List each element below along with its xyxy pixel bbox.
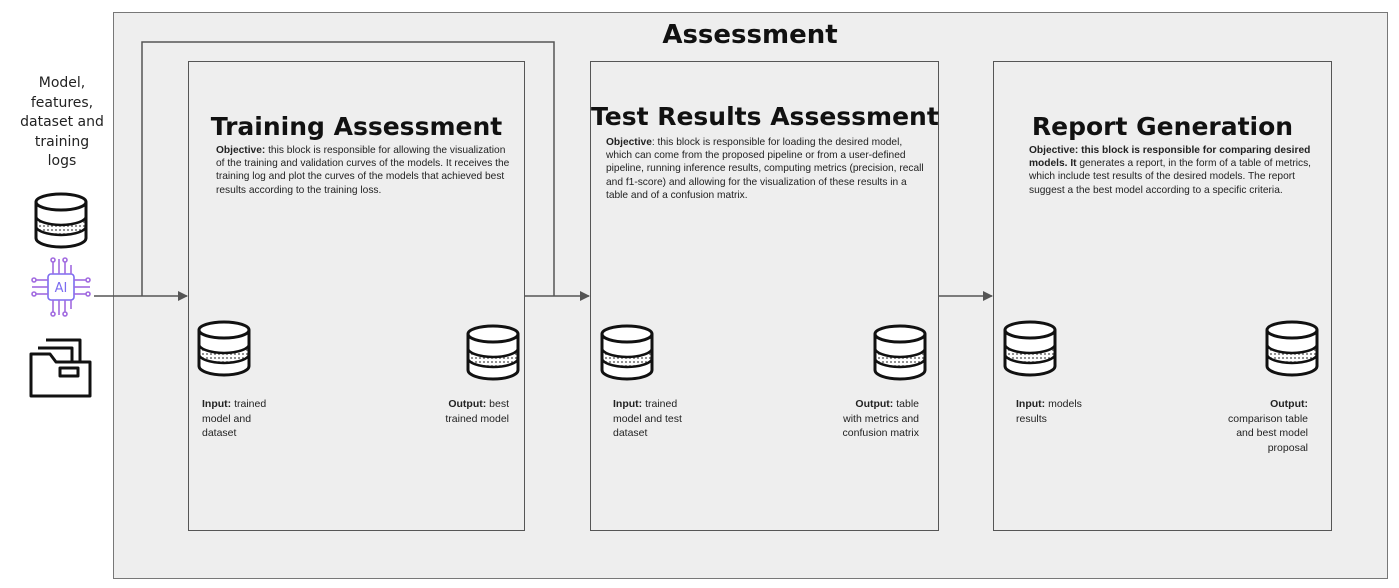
input-body: trained model and test dataset <box>613 398 682 439</box>
block-title: Training Assessment <box>210 112 503 141</box>
training-assessment-block: Training Assessment Objective: this bloc… <box>188 61 525 531</box>
objective-body: generates a report, in the form of a tab… <box>1029 158 1311 196</box>
objective-body: : this block is responsible for loading … <box>606 137 924 201</box>
ai-chip-icon: AI <box>31 257 91 317</box>
svg-text:AI: AI <box>55 281 68 296</box>
block-title: Report Generation <box>1031 112 1294 141</box>
output-text: Output: best trained model <box>415 397 509 426</box>
test-results-assessment-block: Test Results Assessment Objective: this … <box>590 61 939 531</box>
output-body: table with metrics and confusion matrix <box>842 398 919 439</box>
objective-label: Objective <box>606 137 652 148</box>
objective-text: Objective: this block is responsible for… <box>606 136 928 202</box>
objective-label: Objective: <box>216 145 266 156</box>
objective-text: Objective: this block is responsible for… <box>1029 144 1321 197</box>
bypass-line <box>141 41 555 296</box>
assessment-title: Assessment <box>662 20 838 50</box>
objective-label: Objective: this block is responsible for… <box>1029 145 1311 170</box>
input-label: Input: <box>613 398 643 410</box>
report-generation-block: Report Generation Objective: this block … <box>993 61 1332 531</box>
output-body: best trained model <box>445 398 509 425</box>
block-title: Test Results Assessment <box>591 102 939 131</box>
input-label: Input: <box>202 398 232 410</box>
output-text: Output: table with metrics and confusion… <box>841 397 919 441</box>
input-text: Input: trained model and dataset <box>202 397 284 441</box>
input-text: Input: trained model and test dataset <box>613 397 697 441</box>
output-label: Output: <box>855 398 894 410</box>
input-body: models results <box>1016 398 1082 425</box>
folder-icon <box>29 338 92 398</box>
output-label: Output: <box>1270 398 1308 410</box>
input-text: Input: models results <box>1016 397 1104 426</box>
input-database-icon <box>197 320 251 377</box>
objective-body: this block is responsible for allowing t… <box>216 145 510 196</box>
input-database-icon <box>600 324 654 381</box>
output-database-icon <box>466 324 520 381</box>
output-text: Output: comparison table and best model … <box>1222 397 1308 455</box>
input-body: trained model and dataset <box>202 398 267 439</box>
inputs-label: Model, features, dataset and training lo… <box>20 75 104 169</box>
output-database-icon <box>873 324 927 381</box>
output-body: comparison table and best model proposal <box>1228 412 1308 454</box>
output-database-icon <box>1265 320 1319 377</box>
output-label: Output: <box>448 398 487 410</box>
input-label: Input: <box>1016 398 1046 410</box>
database-icon <box>34 192 88 249</box>
input-database-icon <box>1003 320 1057 377</box>
objective-text: Objective: this block is responsible for… <box>216 144 512 197</box>
